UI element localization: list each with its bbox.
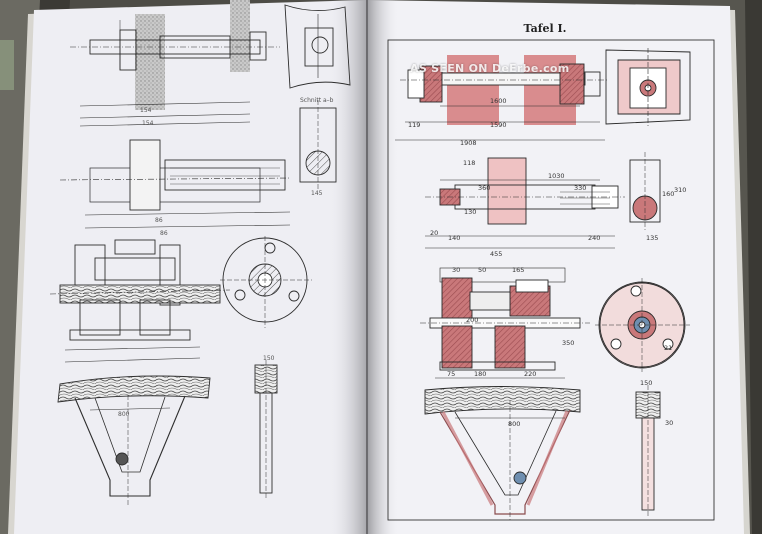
svg-text:350: 350 <box>562 339 574 347</box>
right-dimension-labels: 1908 1600 1590 119 118 1030 360 330 130 … <box>408 97 686 428</box>
svg-text:220: 220 <box>524 370 536 378</box>
svg-text:800: 800 <box>508 420 520 428</box>
left-dimension-labels: 154 154 86 86 150 145 Schnitt a–b 800 <box>118 97 334 418</box>
svg-text:160: 160 <box>662 190 674 198</box>
right-drawings <box>395 48 691 520</box>
svg-text:1908: 1908 <box>460 139 477 147</box>
svg-text:150: 150 <box>263 355 275 362</box>
svg-text:86: 86 <box>155 217 163 224</box>
svg-text:118: 118 <box>463 159 475 167</box>
svg-text:21: 21 <box>664 344 672 352</box>
svg-text:180: 180 <box>474 370 486 378</box>
svg-text:130: 130 <box>464 208 476 216</box>
svg-text:30: 30 <box>452 266 460 274</box>
svg-text:165: 165 <box>512 266 524 274</box>
svg-text:75: 75 <box>447 370 455 378</box>
svg-text:360: 360 <box>478 184 490 192</box>
svg-text:135: 135 <box>646 234 658 242</box>
svg-text:30: 30 <box>665 419 673 427</box>
svg-text:1600: 1600 <box>490 97 507 105</box>
svg-text:1590: 1590 <box>490 121 507 129</box>
svg-text:154: 154 <box>142 120 154 127</box>
svg-text:310: 310 <box>674 186 686 194</box>
left-page <box>14 0 366 534</box>
svg-text:150: 150 <box>640 379 652 387</box>
svg-text:800: 800 <box>118 411 130 418</box>
left-drawings <box>49 0 351 505</box>
svg-text:1030: 1030 <box>548 172 565 180</box>
svg-text:140: 140 <box>448 234 460 242</box>
svg-text:20: 20 <box>430 229 438 237</box>
svg-text:145: 145 <box>311 190 323 197</box>
svg-text:86: 86 <box>160 230 168 237</box>
watermark-text: AS SEEN ON DeErbe.com <box>410 62 570 75</box>
svg-text:Schnitt a–b: Schnitt a–b <box>300 97 334 104</box>
svg-text:240: 240 <box>588 234 600 242</box>
svg-text:455: 455 <box>490 250 502 258</box>
svg-text:200: 200 <box>466 316 478 324</box>
svg-text:50: 50 <box>478 266 486 274</box>
plate-caption: Tafel I. <box>523 22 567 35</box>
svg-text:330: 330 <box>574 184 586 192</box>
svg-text:119: 119 <box>408 121 420 129</box>
svg-text:154: 154 <box>140 107 152 114</box>
